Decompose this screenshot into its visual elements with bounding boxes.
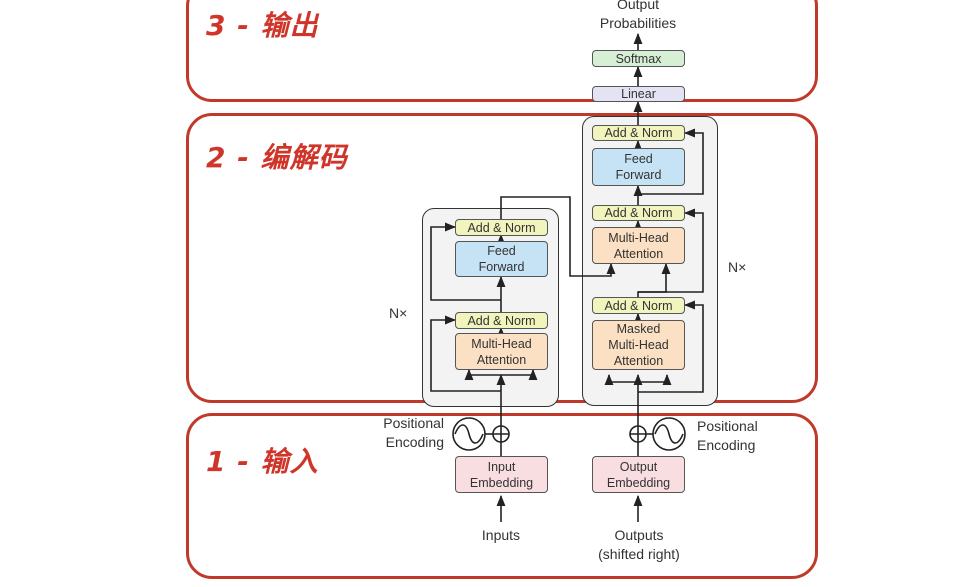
coding-section-label: 2 - 编解码 [206, 141, 348, 174]
input-embedding: Input Embedding [455, 456, 548, 493]
encoder-add-norm-top: Add & Norm [455, 219, 548, 236]
output-section-box [186, 0, 818, 102]
decoder-add-norm-bottom: Add & Norm [592, 297, 685, 314]
output-probabilities-label: Output Probabilities [599, 0, 677, 31]
decoder-cross-attention: Multi-Head Attention [592, 227, 685, 264]
input-section-label: 1 - 输入 [206, 445, 319, 478]
encoder-multi-head-attention: Multi-Head Attention [455, 333, 548, 370]
output-section-label: 3 - 输出 [206, 9, 319, 42]
decoder-add-norm-mid: Add & Norm [592, 205, 685, 221]
softmax-layer: Softmax [592, 50, 685, 67]
linear-layer: Linear [592, 86, 685, 102]
encoder-feed-forward: Feed Forward [455, 241, 548, 277]
encoder-repeat-label: N× [389, 305, 408, 321]
input-section-box [186, 413, 818, 579]
outputs-shifted-right-label: Outputs (shifted right) [598, 527, 680, 562]
encoder-add-norm-bottom: Add & Norm [455, 312, 548, 329]
decoder-masked-multi-head-attention: Masked Multi-Head Attention [592, 320, 685, 370]
decoder-positional-encoding-label: Positional Encoding [697, 418, 758, 453]
decoder-add-norm-top: Add & Norm [592, 125, 685, 141]
output-embedding: Output Embedding [592, 456, 685, 493]
inputs-label: Inputs [481, 527, 521, 543]
encoder-positional-encoding-label: Positional Encoding [383, 415, 444, 450]
decoder-repeat-label: N× [728, 259, 747, 275]
decoder-feed-forward: Feed Forward [592, 148, 685, 186]
